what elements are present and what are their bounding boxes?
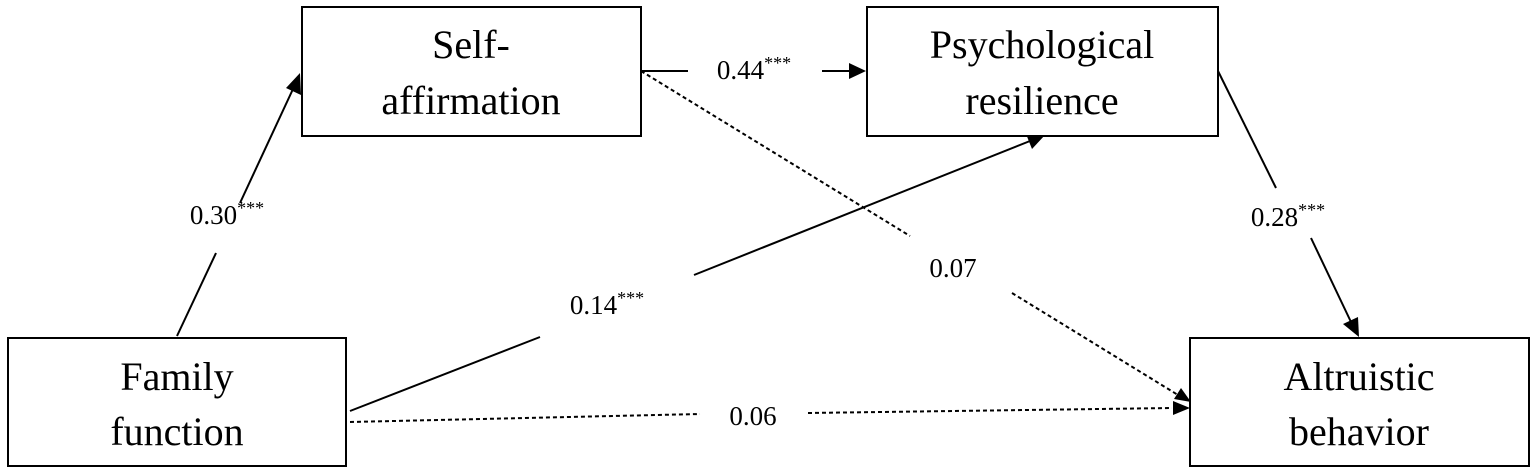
node-self-affirmation-line2: affirmation	[381, 78, 560, 123]
coef-ff-to-ab: 0.06	[729, 401, 776, 431]
path-sa-to-pr	[641, 63, 866, 79]
coef-ff-to-pr-value: 0.14	[570, 290, 618, 320]
coef-ff-to-sa-sig: ***	[237, 198, 264, 218]
node-altruistic-behavior: Altruistic behavior	[1189, 337, 1530, 467]
node-family-function: Family function	[7, 337, 347, 467]
coef-sa-to-ab: 0.07	[929, 253, 976, 283]
node-altruistic-behavior-line2: behavior	[1289, 409, 1429, 454]
coef-pr-to-ab-sig: ***	[1298, 200, 1325, 220]
coef-pr-to-ab: 0.28***	[1251, 200, 1325, 232]
node-psychological-resilience: Psychological resilience	[866, 6, 1219, 137]
node-altruistic-behavior-line1: Altruistic	[1283, 354, 1434, 399]
coef-sa-to-pr-value: 0.44	[717, 55, 765, 85]
path-ff-to-ab	[349, 401, 1190, 423]
path-ff-to-pr	[349, 134, 1045, 412]
node-self-affirmation: Self- affirmation	[301, 6, 642, 137]
path-pr-to-ab	[1217, 70, 1359, 337]
coef-ff-to-pr: 0.14***	[570, 288, 644, 320]
coef-sa-to-pr-sig: ***	[764, 53, 791, 73]
coef-ff-to-sa: 0.30***	[190, 198, 264, 230]
coef-ff-to-pr-sig: ***	[617, 288, 644, 308]
coef-pr-to-ab-value: 0.28	[1251, 202, 1298, 232]
path-ff-to-sa	[176, 73, 301, 337]
coef-sa-to-ab-value: 0.07	[929, 253, 976, 283]
node-family-function-line2: function	[110, 409, 243, 454]
coef-ff-to-ab-value: 0.06	[729, 401, 776, 431]
node-psychological-resilience-line2: resilience	[965, 78, 1118, 123]
coef-sa-to-pr: 0.44***	[717, 53, 791, 85]
node-psychological-resilience-line1: Psychological	[930, 22, 1154, 67]
path-sa-to-ab	[640, 70, 1191, 402]
node-self-affirmation-line1: Self-	[432, 22, 510, 67]
node-family-function-line1: Family	[120, 354, 233, 399]
coef-ff-to-sa-value: 0.30	[190, 200, 237, 230]
